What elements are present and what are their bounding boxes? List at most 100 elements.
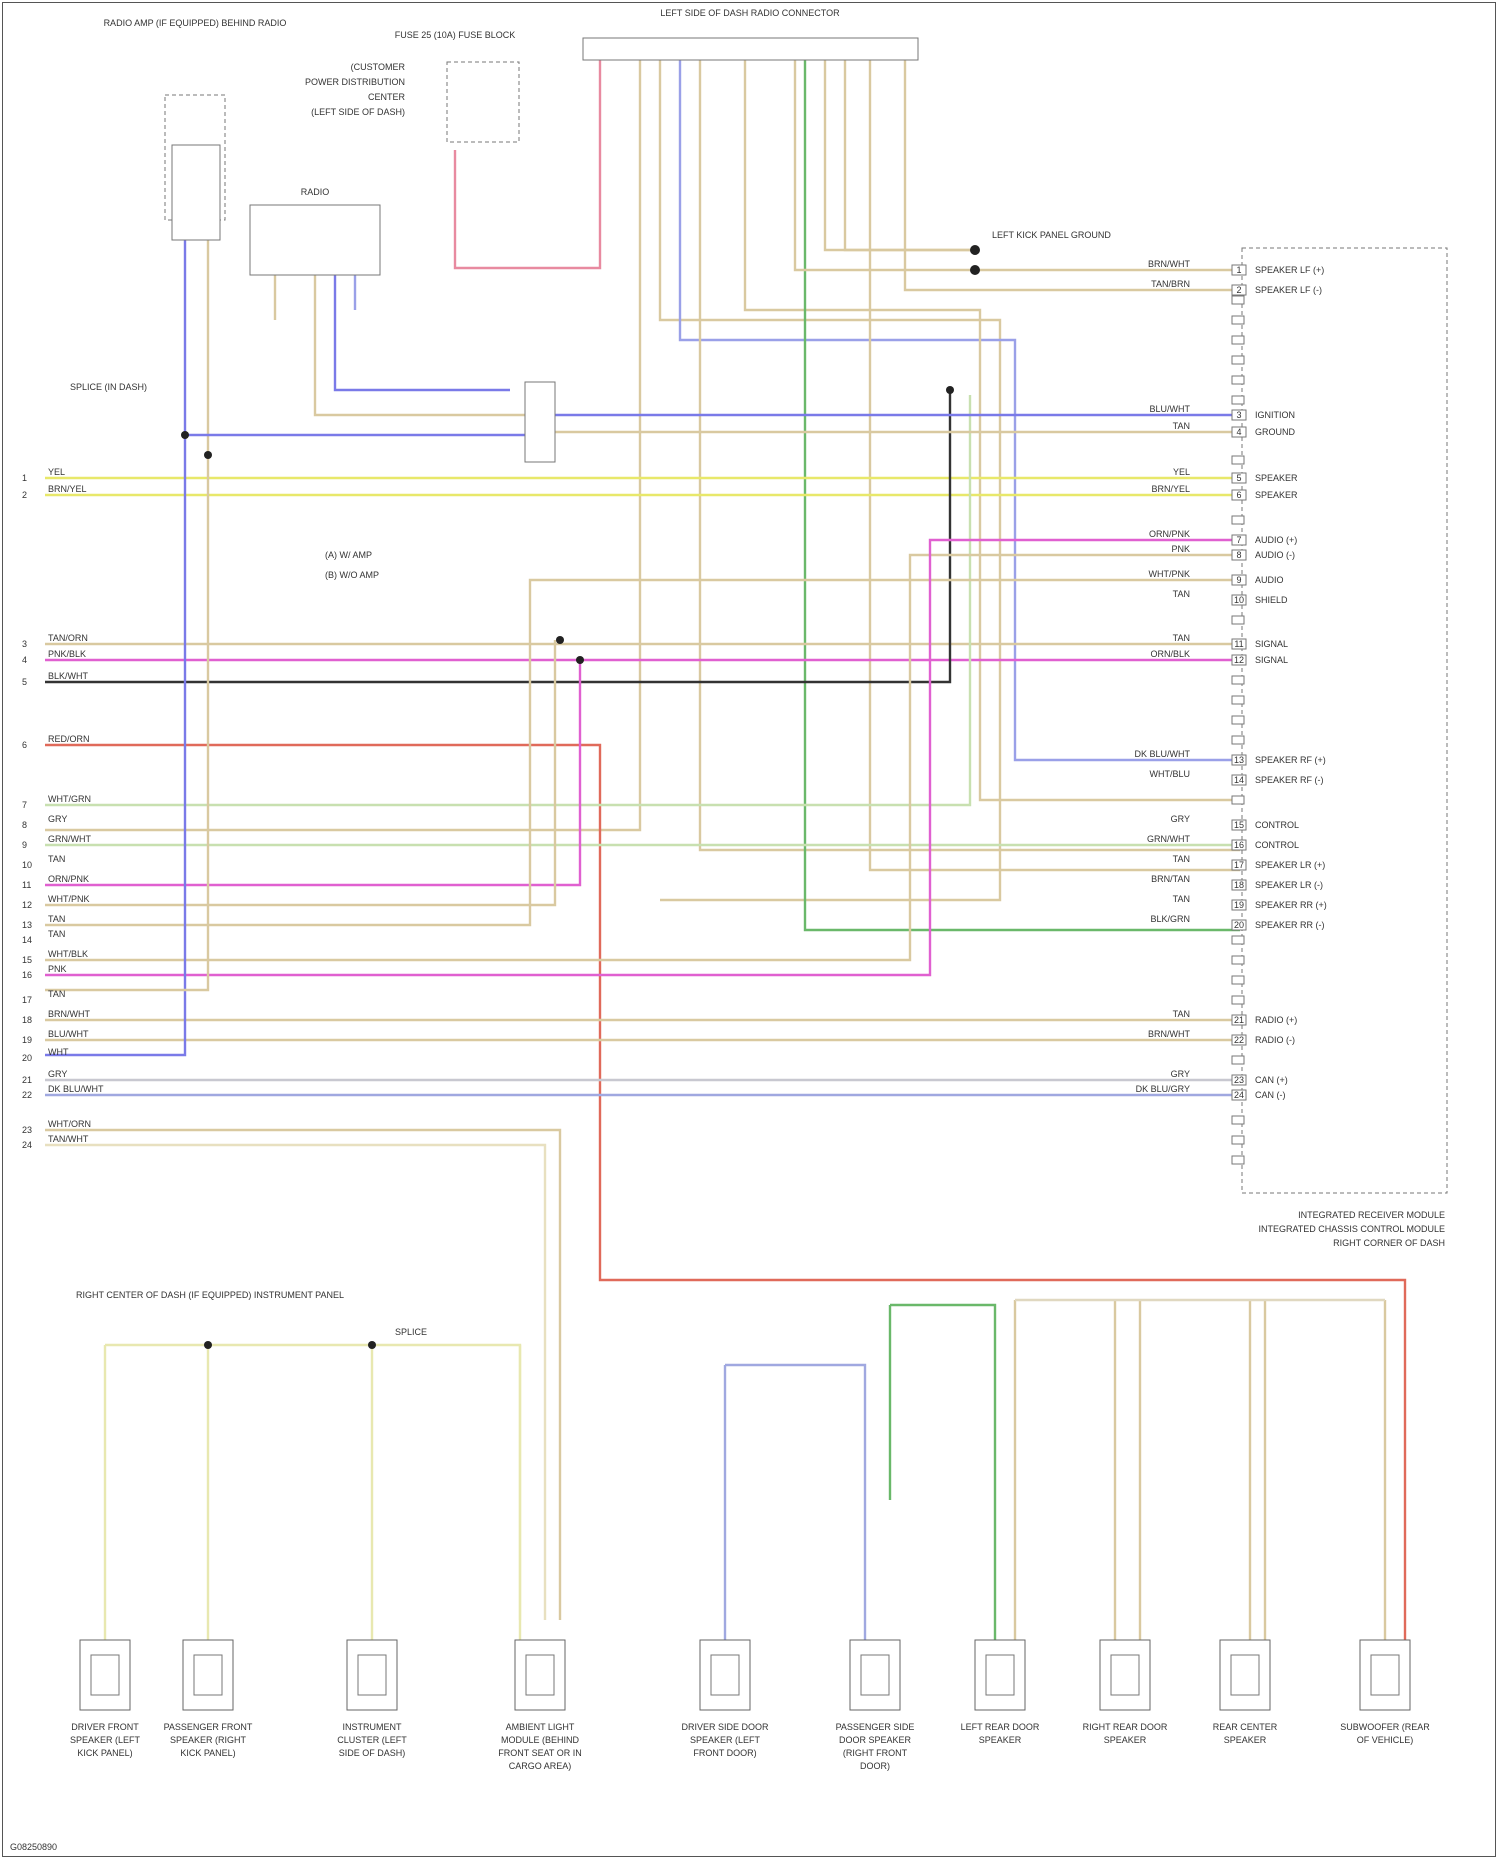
speaker-label-line: KICK PANEL)	[77, 1748, 132, 1758]
speaker-label-line: OF VEHICLE)	[1357, 1735, 1414, 1745]
splice-dot	[181, 431, 189, 439]
left-wire-number: 4	[22, 655, 27, 665]
wire-bl-header	[105, 1345, 520, 1620]
module-pin-empty	[1232, 616, 1244, 624]
wire-top-tan-6	[845, 60, 975, 250]
left-wire-color: TAN	[48, 929, 65, 939]
module-pin-function: CAN (-)	[1255, 1090, 1286, 1100]
module-pin-function: SPEAKER LF (+)	[1255, 265, 1324, 275]
speaker-connector	[1231, 1655, 1259, 1695]
wire-top-tan-4	[745, 60, 1240, 800]
wire-pnk-11	[45, 660, 580, 885]
module-pin-number: 8	[1236, 550, 1241, 560]
wire-splice-tan-1	[315, 260, 530, 415]
module-pin-color: TAN	[1173, 894, 1190, 904]
splice-dot	[970, 245, 980, 255]
left-wire-number: 13	[22, 920, 32, 930]
module-pin-function: CONTROL	[1255, 820, 1299, 830]
speaker-label-line: MODULE (BEHIND	[501, 1735, 580, 1745]
module-pin-function: RADIO (+)	[1255, 1015, 1297, 1025]
left-wire-number: 19	[22, 1035, 32, 1045]
speaker-label-line: DOOR)	[860, 1761, 890, 1771]
left-wire-number: 24	[22, 1140, 32, 1150]
module-sub: RIGHT CORNER OF DASH	[1333, 1238, 1445, 1248]
speaker-label-line: SUBWOOFER (REAR	[1340, 1722, 1430, 1732]
speaker-label-line: PASSENGER FRONT	[164, 1722, 253, 1732]
splice-label: SPLICE (IN DASH)	[70, 382, 147, 392]
left-wire-number: 10	[22, 860, 32, 870]
module-pin-color: WHT/BLU	[1150, 769, 1191, 779]
left-wire-number: 15	[22, 955, 32, 965]
module-pin-number: 5	[1236, 473, 1241, 483]
module-pin-number: 15	[1234, 820, 1244, 830]
module-pin-function: SPEAKER LF (-)	[1255, 285, 1322, 295]
footer-code: G08250890	[10, 1842, 57, 1852]
speaker-label-line: (RIGHT FRONT	[843, 1748, 908, 1758]
left-wire-color: TAN	[48, 914, 65, 924]
module-pin-color: ORN/PNK	[1149, 529, 1190, 539]
wire-top-gnd	[795, 60, 975, 270]
speaker-label-line: PASSENGER SIDE	[836, 1722, 915, 1732]
wire-amp-tan	[45, 160, 208, 990]
module-pin-number: 11	[1234, 639, 1243, 649]
module-pin-empty	[1232, 716, 1244, 724]
fuse-line-2: POWER DISTRIBUTION	[305, 77, 405, 87]
wire-tan-15	[45, 555, 1240, 960]
left-wire-color: WHT/GRN	[48, 794, 91, 804]
module-pin-color: TAN	[1173, 589, 1190, 599]
module-pin-empty	[1232, 996, 1244, 1004]
speaker-connector	[526, 1655, 554, 1695]
left-wire-color: GRY	[48, 1069, 67, 1079]
splice-dot	[970, 265, 980, 275]
legend-b: (B) W/O AMP	[325, 570, 379, 580]
module-pin-number: 6	[1236, 490, 1241, 500]
left-wire-color: WHT	[48, 1047, 69, 1057]
speaker-label-line: DRIVER SIDE DOOR	[681, 1722, 769, 1732]
fuse-label: FUSE 25 (10A) FUSE BLOCK	[395, 30, 516, 40]
speaker-label-line: CLUSTER (LEFT	[337, 1735, 407, 1745]
speaker-label-line: REAR CENTER	[1213, 1722, 1278, 1732]
left-wire-color: YEL	[48, 467, 65, 477]
module-pin-color: GRY	[1171, 1069, 1190, 1079]
splice-dot	[946, 386, 954, 394]
wire-tan-24	[45, 1145, 545, 1620]
wire-pnk-16	[45, 540, 1240, 975]
left-wire-color: TAN/ORN	[48, 633, 88, 643]
speaker-connector	[1111, 1655, 1139, 1695]
fuse-line-4: (LEFT SIDE OF DASH)	[311, 107, 405, 117]
module-pin-number: 7	[1236, 535, 1241, 545]
left-wire-color: ORN/PNK	[48, 874, 89, 884]
left-wire-number: 11	[22, 880, 31, 890]
module-pin-empty	[1232, 396, 1244, 404]
fuse-line-3: CENTER	[368, 92, 406, 102]
left-wire-number: 22	[22, 1090, 32, 1100]
speaker-label-line: SPEAKER (LEFT	[70, 1735, 141, 1745]
module-pin-function: CONTROL	[1255, 840, 1299, 850]
left-wire-color: BLK/WHT	[48, 671, 89, 681]
module-pin-number: 13	[1234, 755, 1244, 765]
splice-connector	[250, 205, 380, 275]
module-location: INTEGRATED CHASSIS CONTROL MODULE	[1258, 1224, 1445, 1234]
left-wire-number: 3	[22, 639, 27, 649]
legend-a: (A) W/ AMP	[325, 550, 372, 560]
module-pin-empty	[1232, 976, 1244, 984]
left-wire-color: WHT/ORN	[48, 1119, 91, 1129]
module-pin-number: 20	[1234, 920, 1244, 930]
module-pin-color: BLK/GRN	[1150, 914, 1190, 924]
module-pin-empty	[1232, 316, 1244, 324]
module-pin-function: SPEAKER RR (-)	[1255, 920, 1325, 930]
left-wire-number: 9	[22, 840, 27, 850]
speaker-label-line: SPEAKER	[1104, 1735, 1147, 1745]
module-pin-function: RADIO (-)	[1255, 1035, 1295, 1045]
module-pin-empty	[1232, 456, 1244, 464]
module-pin-color: DK BLU/WHT	[1134, 749, 1190, 759]
module-pin-color: GRY	[1171, 814, 1190, 824]
module-pin-empty	[1232, 736, 1244, 744]
module-pin-function: GROUND	[1255, 427, 1295, 437]
module-pin-function: SPEAKER RF (+)	[1255, 755, 1326, 765]
module-pin-empty	[1232, 516, 1244, 524]
module-pin-function: SPEAKER	[1255, 490, 1298, 500]
speaker-label-line: SPEAKER	[979, 1735, 1022, 1745]
module-pin-color: YEL	[1173, 467, 1190, 477]
module-pin-function: CAN (+)	[1255, 1075, 1288, 1085]
